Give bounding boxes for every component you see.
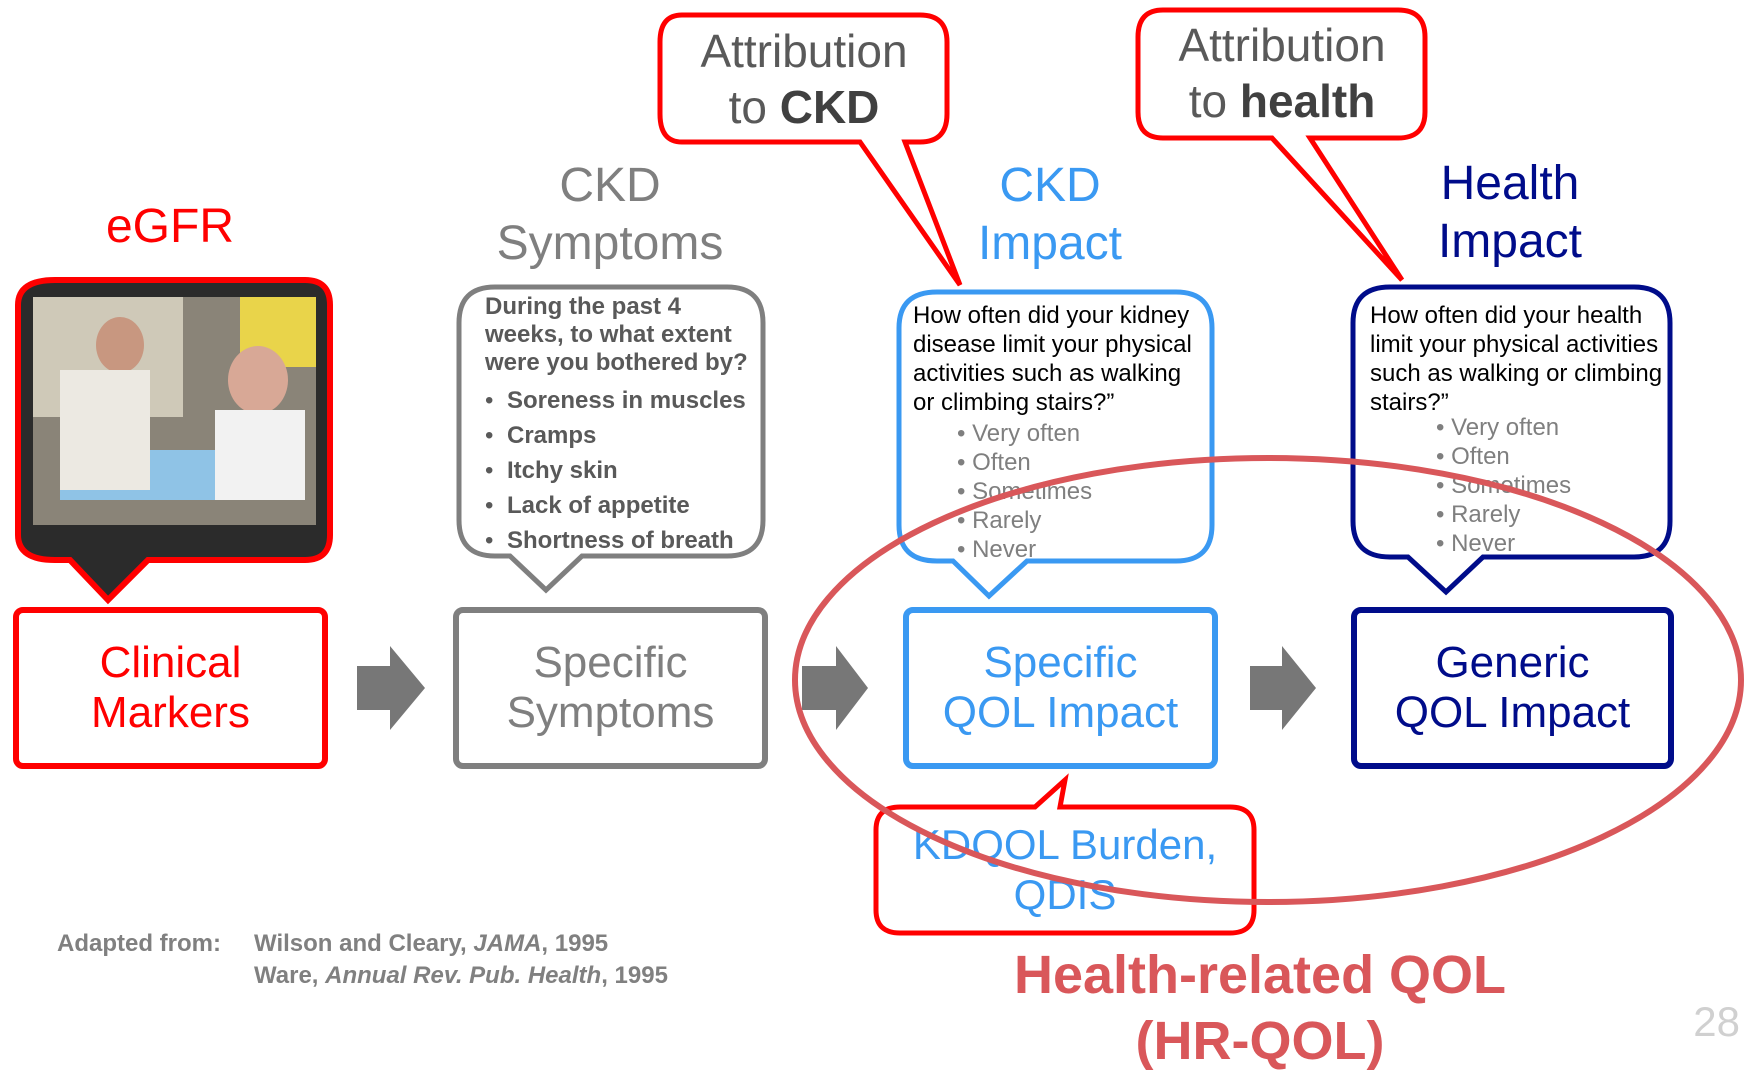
hrqol-label: Health-related QOL (HR-QOL) xyxy=(980,942,1540,1074)
ckd-impact-bubble-content: How often did your kidney disease limit … xyxy=(913,301,1209,564)
ckd-symptoms-heading-line2: Symptoms xyxy=(496,217,724,270)
clinical-markers-box: Clinical Markers xyxy=(13,607,328,769)
specific-qol-impact-box: Specific QOL Impact xyxy=(903,607,1218,769)
specific-qol-impact-label: Specific QOL Impact xyxy=(943,638,1179,738)
hrqol-line1: Health-related QOL xyxy=(1013,945,1507,1005)
ckd-impact-heading: CKD Impact xyxy=(900,157,1200,273)
response-option: • Often xyxy=(1436,443,1510,470)
citation-label: Adapted from: xyxy=(57,930,221,957)
ckd-symptoms-heading-line1: CKD xyxy=(559,159,661,212)
health-impact-heading-line2: Impact xyxy=(1437,215,1583,268)
attribution-health-callout xyxy=(1135,7,1428,282)
symptoms-bubble-content: During the past 4 weeks, to what extent … xyxy=(485,293,760,558)
specific-qol-line2: QOL Impact xyxy=(942,688,1179,737)
symptoms-list: Soreness in muscles Cramps Itchy skin La… xyxy=(485,383,760,558)
kdqol-line1: KDQOL Burden, xyxy=(912,821,1218,868)
symptom-item: Itchy skin xyxy=(485,453,760,488)
ckd-impact-question: How often did your kidney disease limit … xyxy=(913,302,1192,416)
health-impact-options: • Very often • Often • Sometimes • Rarel… xyxy=(1436,413,1668,558)
arrow-3 xyxy=(1250,646,1316,730)
health-impact-bubble-content: How often did your health limit your phy… xyxy=(1370,301,1668,558)
response-option: • Never xyxy=(1436,530,1516,557)
attribution-health-line2: to health xyxy=(1140,73,1424,129)
attribution-ckd-line2: to CKD xyxy=(662,79,946,135)
symptom-item: Shortness of breath xyxy=(485,523,760,558)
attribution-health-to: to xyxy=(1188,75,1240,127)
attribution-health-line1: Attribution xyxy=(1178,19,1386,71)
arrow-1 xyxy=(357,646,425,730)
generic-qol-line2: QOL Impact xyxy=(1394,688,1631,737)
response-option: • Rarely xyxy=(1436,501,1521,528)
attribution-ckd-callout xyxy=(657,12,963,287)
page-number: 28 xyxy=(1693,998,1740,1045)
symptom-item: Cramps xyxy=(485,418,760,453)
ckd-impact-heading-line2: Impact xyxy=(977,217,1123,270)
citation-line2-year: , 1995 xyxy=(601,962,668,989)
clinical-markers-line1: Clinical xyxy=(99,638,242,687)
generic-qol-impact-box: Generic QOL Impact xyxy=(1351,607,1674,769)
citation-line2-journal: Annual Rev. Pub. Health xyxy=(325,962,602,989)
attribution-ckd-line1: Attribution xyxy=(700,25,908,77)
clinic-photo xyxy=(33,297,316,525)
citation-line1-year: , 1995 xyxy=(541,930,609,957)
response-option: • Rarely xyxy=(957,507,1042,534)
specific-symptoms-line2: Symptoms xyxy=(506,688,715,737)
specific-symptoms-line1: Specific xyxy=(533,638,688,687)
specific-qol-line1: Specific xyxy=(983,638,1138,687)
response-option: • Sometimes xyxy=(1436,472,1572,499)
citation-line1: Wilson and Cleary, JAMA, 1995 xyxy=(254,928,608,960)
response-option: • Sometimes xyxy=(957,478,1093,505)
response-option: • Very often xyxy=(1436,414,1560,441)
citation-line2: Ware, Annual Rev. Pub. Health, 1995 xyxy=(254,960,668,992)
generic-qol-impact-label: Generic QOL Impact xyxy=(1395,638,1631,738)
generic-qol-line1: Generic xyxy=(1435,638,1590,687)
symptom-item: Soreness in muscles xyxy=(485,383,760,418)
symptom-item: Lack of appetite xyxy=(485,488,760,523)
clinical-markers-line2: Markers xyxy=(91,688,250,737)
hrqol-line2: (HR-QOL) xyxy=(1135,1011,1385,1071)
response-option: • Very often xyxy=(957,420,1081,447)
attribution-health-text: Attribution to health xyxy=(1140,17,1424,129)
citation-line2-authors: Ware, xyxy=(254,962,326,989)
attribution-ckd-to: to xyxy=(728,81,780,133)
health-impact-heading-line1: Health xyxy=(1440,157,1580,210)
ckd-symptoms-heading: CKD Symptoms xyxy=(450,157,770,273)
response-option: • Often xyxy=(957,449,1031,476)
response-option: • Never xyxy=(957,536,1037,563)
specific-symptoms-label: Specific Symptoms xyxy=(507,638,715,738)
attribution-ckd-text: Attribution to CKD xyxy=(662,23,946,135)
ckd-impact-heading-line1: CKD xyxy=(999,159,1101,212)
health-impact-question: How often did your health limit your phy… xyxy=(1370,302,1663,416)
attribution-ckd-bold: CKD xyxy=(779,81,880,133)
attribution-health-bold: health xyxy=(1239,75,1376,127)
citation-line1-journal: JAMA xyxy=(473,930,542,957)
citation-line1-authors: Wilson and Cleary, xyxy=(254,930,474,957)
specific-symptoms-box: Specific Symptoms xyxy=(453,607,768,769)
kdqol-line2: QDIS xyxy=(1013,871,1117,918)
clinical-markers-label: Clinical Markers xyxy=(91,638,250,738)
arrow-2 xyxy=(802,646,868,730)
health-impact-heading: Health Impact xyxy=(1360,155,1660,271)
egfr-heading: eGFR xyxy=(105,200,234,253)
symptoms-question: During the past 4 weeks, to what extent … xyxy=(485,293,748,376)
ckd-impact-options: • Very often • Often • Sometimes • Rarel… xyxy=(957,419,1209,564)
kdqol-text: KDQOL Burden, QDIS xyxy=(876,820,1254,920)
